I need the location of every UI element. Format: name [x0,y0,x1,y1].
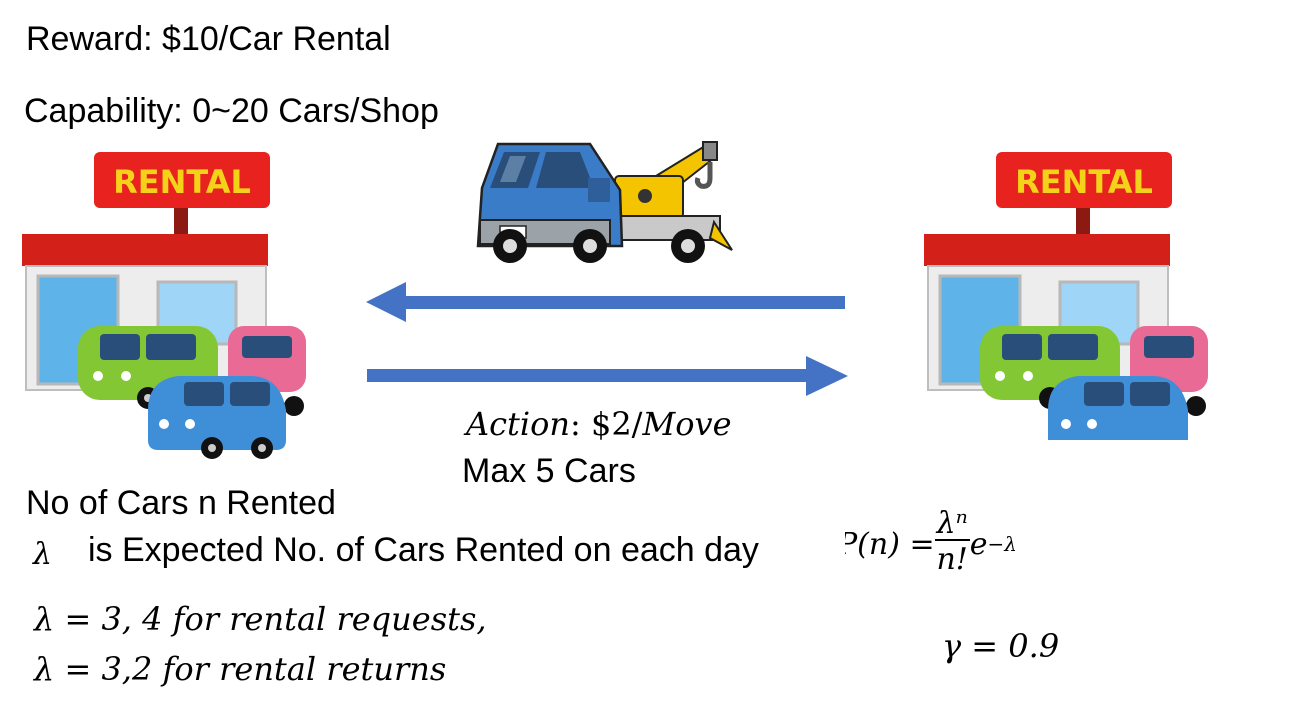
transfer-arrows [366,282,848,396]
formula-lhs: P(n) = [845,526,935,562]
requests-text: for rental requests, [172,600,487,638]
rental-sign-left: RENTAL [113,163,251,201]
reward-text: Reward: $10/Car Rental [26,20,391,58]
formula-fraction: λⁿ n! [934,509,970,579]
returns-text: for rental returns [162,650,447,688]
cars-rented-text: No of Cars n Rented [26,484,336,522]
lambda-symbol: λ [33,537,53,572]
arrow-right-icon [367,356,848,396]
formula-exp-base: e [969,526,988,562]
formula-numerator: λⁿ [934,509,970,541]
lambda-description: is Expected No. of Cars Rented on each d… [88,531,759,569]
formula-denominator: n! [936,542,968,577]
formula-exp-power: −λ [987,532,1017,556]
returns-equation: λ = 3,2 [34,650,163,688]
rental-shop-icon: RENTAL [22,152,306,459]
max-cars-text: Max 5 Cars [462,452,636,490]
action-move: Move [642,405,732,443]
arrow-left-icon [366,282,845,322]
rental-requests-line: λ = 3, 4 for rental requests, [34,600,487,638]
poisson-formula-clip: P(n) = λⁿ n! e−λ [845,498,1115,590]
rental-sign-right: RENTAL [1015,163,1153,201]
tow-truck-icon [476,141,733,263]
action-sep: : [570,405,591,443]
capability-text: Capability: 0~20 Cars/Shop [24,92,439,130]
requests-equation: λ = 3, 4 [34,600,173,638]
rental-returns-line: λ = 3,2 for rental returns [34,650,446,688]
poisson-formula: P(n) = λⁿ n! e−λ [845,498,1017,590]
rental-shop-icon: RENTAL [924,152,1208,440]
action-label: Action: $2/Move [466,405,732,443]
action-price: $2/ [590,405,643,443]
gamma-value: γ = 0.9 [942,627,1060,665]
action-word: Action [466,405,570,443]
